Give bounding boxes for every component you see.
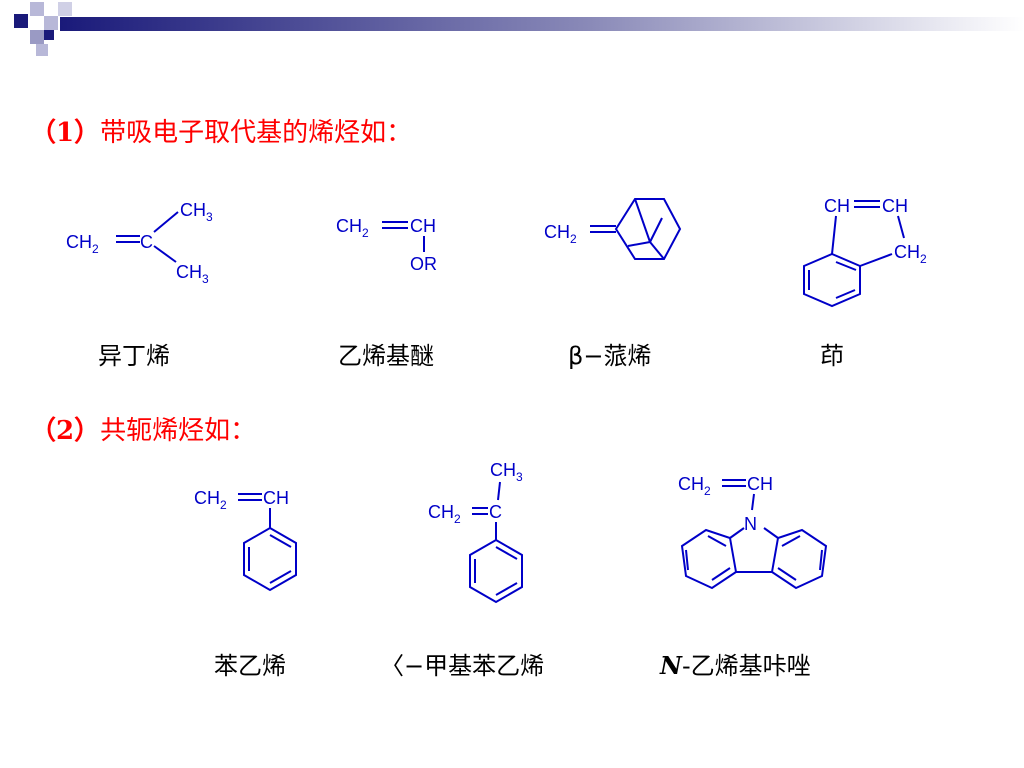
atom-n: N (744, 514, 757, 534)
n-vinylcarbazole-structure: CH2 CH N (678, 474, 828, 590)
atom-or: OR (410, 254, 437, 274)
beta-pinene-label: β−蒎烯 (568, 342, 652, 370)
atom-c: C (140, 232, 153, 252)
atom-ch2: CH2 (336, 216, 369, 240)
indene-label: 茚 (820, 342, 844, 370)
atom-ch3-top: CH3 (180, 200, 213, 224)
atom-ch: CH (410, 216, 436, 236)
alpha-methylstyrene-structure: CH3 CH2 C (428, 460, 523, 604)
deco-square-light (30, 2, 44, 16)
atom-c: C (489, 502, 502, 522)
atom-ch: CH (263, 488, 289, 508)
section-2-text: 共轭烯烃如： (100, 416, 257, 446)
section-2-number: （2） (30, 416, 101, 446)
deco-bar (60, 17, 1024, 31)
alpha-methylstyrene-label: 〈−甲基苯乙烯 (380, 652, 545, 680)
deco-square-light (36, 44, 48, 56)
section-2-heading: （2）共轭烯烃如： (30, 410, 256, 447)
atom-ch2: CH2 (194, 488, 227, 512)
atom-ch3: CH3 (490, 460, 523, 484)
deco-square-dark (14, 14, 28, 28)
n-vinylcarbazole-label-n: N (660, 651, 682, 680)
deco-square-dark (44, 30, 54, 40)
atom-ch2: CH2 (66, 232, 99, 256)
isobutylene-structure: CH2 C CH3 CH3 (66, 200, 213, 286)
styrene-label: 苯乙烯 (214, 652, 286, 680)
deco-square-light (30, 30, 44, 44)
vinyl-ether-structure: CH2 CH OR (336, 216, 437, 274)
isobutylene-label: 异丁烯 (98, 342, 170, 370)
atom-ch2: CH2 (544, 222, 577, 246)
deco-square-light (44, 16, 58, 30)
n-vinylcarbazole-label: N-乙烯基咔唑 (660, 646, 811, 681)
atom-ch: CH (747, 474, 773, 494)
atom-ch-left: CH (824, 196, 850, 216)
beta-pinene-structure: CH2 (544, 198, 682, 260)
section-1-text: 带吸电子取代基的烯烃如： (100, 118, 413, 148)
atom-ch2: CH2 (894, 242, 927, 266)
atom-ch3-bottom: CH3 (176, 262, 209, 286)
atom-ch2: CH2 (678, 474, 711, 498)
deco-square-light (58, 2, 72, 16)
atom-ch-right: CH (882, 196, 908, 216)
section-1-heading: （1）带吸电子取代基的烯烃如： (30, 112, 412, 149)
atom-ch2: CH2 (428, 502, 461, 526)
vinyl-ether-label: 乙烯基醚 (338, 342, 434, 370)
header-decoration (14, 2, 1024, 56)
n-vinylcarbazole-label-rest: -乙烯基咔唑 (681, 652, 811, 680)
section-1-number: （1） (30, 118, 101, 148)
styrene-structure: CH2 CH (194, 488, 297, 592)
indene-structure: CH CH CH2 (803, 196, 927, 308)
